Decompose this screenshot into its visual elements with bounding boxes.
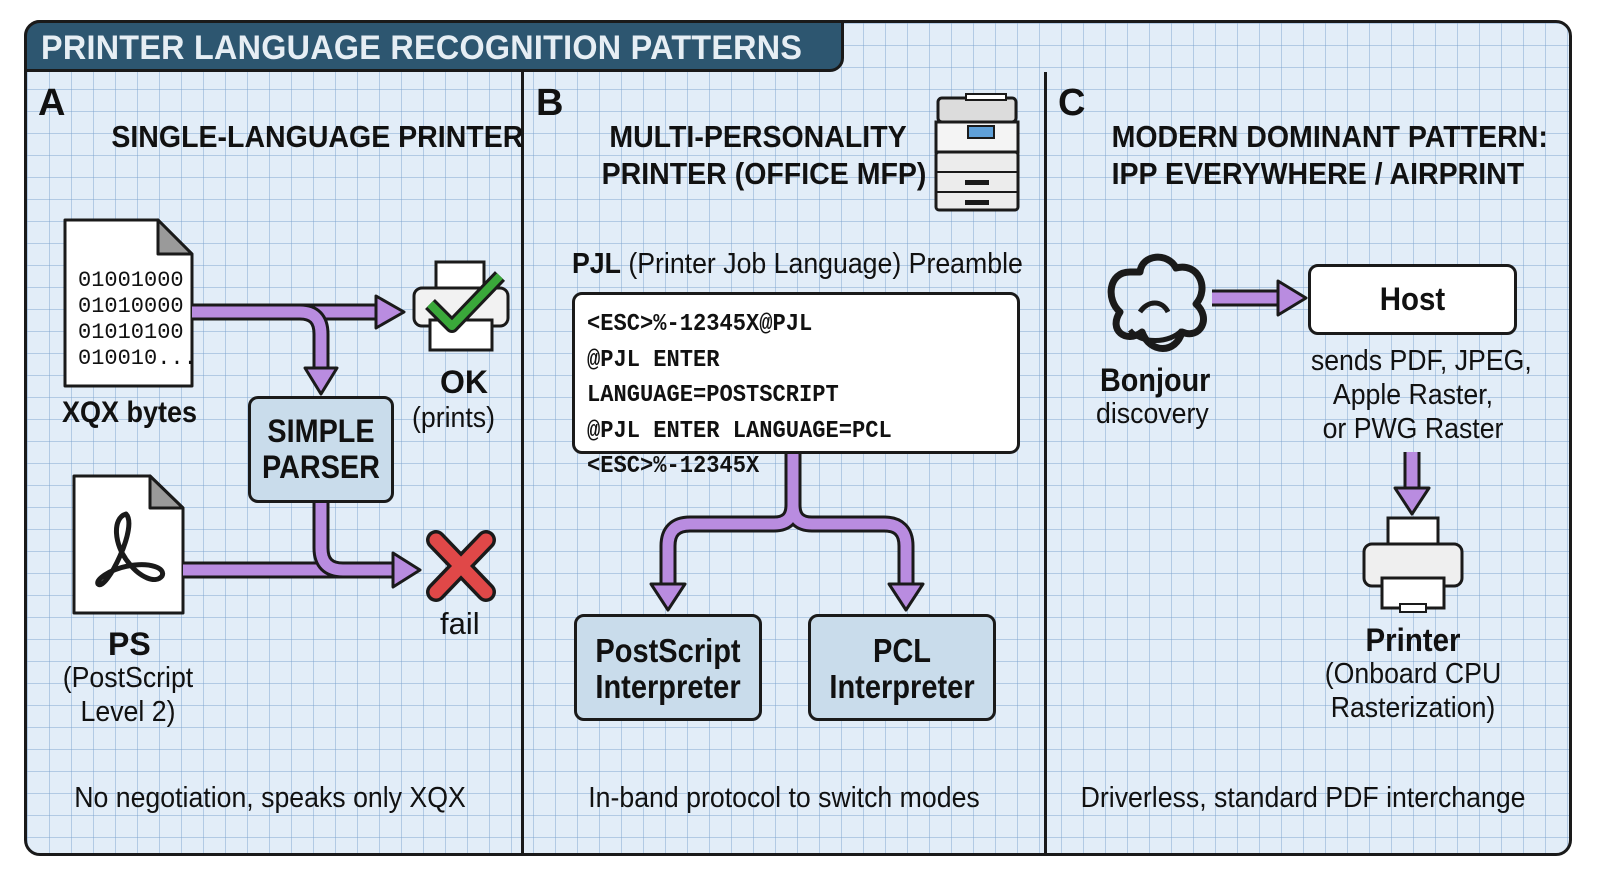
- panel-b-heading-line2: PRINTER (OFFICE MFP): [601, 156, 927, 191]
- ps-file-label: PS: [108, 626, 151, 662]
- panel-b-footer: In-band protocol to switch modes: [588, 782, 980, 814]
- binary-line: 01010100: [78, 320, 184, 345]
- title-bar: PRINTER LANGUAGE RECOGNITION PATTERNS: [24, 20, 844, 72]
- pjl-caption: PJL (Printer Job Language) Preamble: [572, 248, 1023, 281]
- panel-b-heading: MULTI-PERSONALITY PRINTER (OFFICE MFP): [601, 118, 927, 192]
- parser-label-line2: PARSER: [262, 449, 380, 485]
- panel-a-heading: SINGLE-LANGUAGE PRINTER: [111, 119, 524, 154]
- panel-a-letter: A: [38, 82, 66, 124]
- simple-parser-box: SIMPLE PARSER: [248, 396, 394, 503]
- code-line: @PJL ENTER LANGUAGE=POSTSCRIPT: [587, 346, 839, 410]
- binary-line: 01010000: [78, 294, 184, 319]
- pjl-rest: (Printer Job Language) Preamble: [628, 248, 1023, 280]
- parser-label-line1: SIMPLE: [267, 413, 375, 449]
- pjl-code-box: <ESC>%-12345X@PJL @PJL ENTER LANGUAGE=PO…: [572, 292, 1020, 480]
- xqx-file-icon: [63, 218, 194, 388]
- interp2-line2: Interpreter: [829, 668, 975, 705]
- arrow-host-to-printer: [1393, 452, 1431, 516]
- ps-sub-label-1: (PostScript: [62, 662, 194, 694]
- arrow-pjl-branch: [649, 454, 925, 612]
- arrow-ps-to-fail: [183, 503, 422, 589]
- bonjour-sub-label: discovery: [1096, 398, 1209, 430]
- printer-sub-label-1: (Onboard CPU: [1324, 658, 1502, 690]
- ok-label: OK: [440, 364, 488, 400]
- ps-file-icon: [72, 474, 185, 615]
- fail-label: fail: [440, 606, 480, 641]
- panel-a-footer: No negotiation, speaks only XQX: [74, 782, 466, 814]
- sends-line: sends PDF, JPEG,: [1310, 345, 1532, 377]
- host-box: Host: [1308, 264, 1517, 335]
- interp1-line2: Interpreter: [595, 668, 741, 705]
- panel-c-heading-line1: MODERN DOMINANT PATTERN:: [1111, 119, 1548, 154]
- printer-label: Printer: [1365, 622, 1461, 658]
- ok-sub-label: (prints): [412, 402, 496, 434]
- host-sends-text: sends PDF, JPEG, Apple Raster, or PWG Ra…: [1310, 344, 1532, 446]
- panel-c-letter: C: [1058, 82, 1086, 124]
- printer-ok-icon: [412, 260, 510, 352]
- bonjour-label: Bonjour: [1100, 362, 1211, 398]
- pjl-bold: PJL: [572, 248, 621, 280]
- binary-line: 010010...: [78, 346, 197, 371]
- panel-c-heading: MODERN DOMINANT PATTERN: IPP EVERYWHERE …: [1111, 118, 1548, 192]
- arrow-xqx-to-ok: [192, 294, 406, 330]
- office-mfp-icon: [934, 93, 1020, 212]
- panel-b-heading-line1: MULTI-PERSONALITY: [609, 119, 907, 154]
- divider-bc: [1044, 72, 1047, 855]
- pcl-interpreter-box: PCL Interpreter: [808, 614, 996, 721]
- panel-c-footer: Driverless, standard PDF interchange: [1080, 782, 1526, 814]
- interp2-line1: PCL: [872, 632, 932, 669]
- bonjour-icon: [1107, 253, 1207, 352]
- code-line: <ESC>%-12345X@PJL: [587, 311, 813, 338]
- code-line: @PJL ENTER LANGUAGE=PCL: [587, 417, 892, 445]
- sends-line: or PWG Raster: [1322, 413, 1504, 445]
- panel-c-heading-line2: IPP EVERYWHERE / AIRPRINT: [1111, 156, 1525, 191]
- panel-b-letter: B: [536, 82, 564, 124]
- fail-cross-icon: [426, 530, 496, 602]
- page-title: PRINTER LANGUAGE RECOGNITION PATTERNS: [41, 29, 803, 67]
- binary-content: 01001000 01010000 01010100 010010...: [78, 268, 197, 372]
- interp1-line1: PostScript: [595, 632, 741, 669]
- printer-icon: [1362, 516, 1464, 613]
- arrow-to-parser: [299, 303, 339, 396]
- sends-line: Apple Raster,: [1332, 379, 1494, 411]
- divider-ab: [521, 72, 524, 855]
- xqx-file-label: XQX bytes: [62, 396, 198, 429]
- host-label: Host: [1379, 281, 1446, 317]
- arrow-bonjour-to-host: [1212, 279, 1308, 317]
- ps-sub-label-2: Level 2): [80, 696, 176, 728]
- printer-sub-label-2: Rasterization): [1330, 692, 1496, 724]
- postscript-interpreter-box: PostScript Interpreter: [574, 614, 762, 721]
- binary-line: 01001000: [78, 268, 184, 293]
- code-line: <ESC>%-12345X: [587, 453, 760, 480]
